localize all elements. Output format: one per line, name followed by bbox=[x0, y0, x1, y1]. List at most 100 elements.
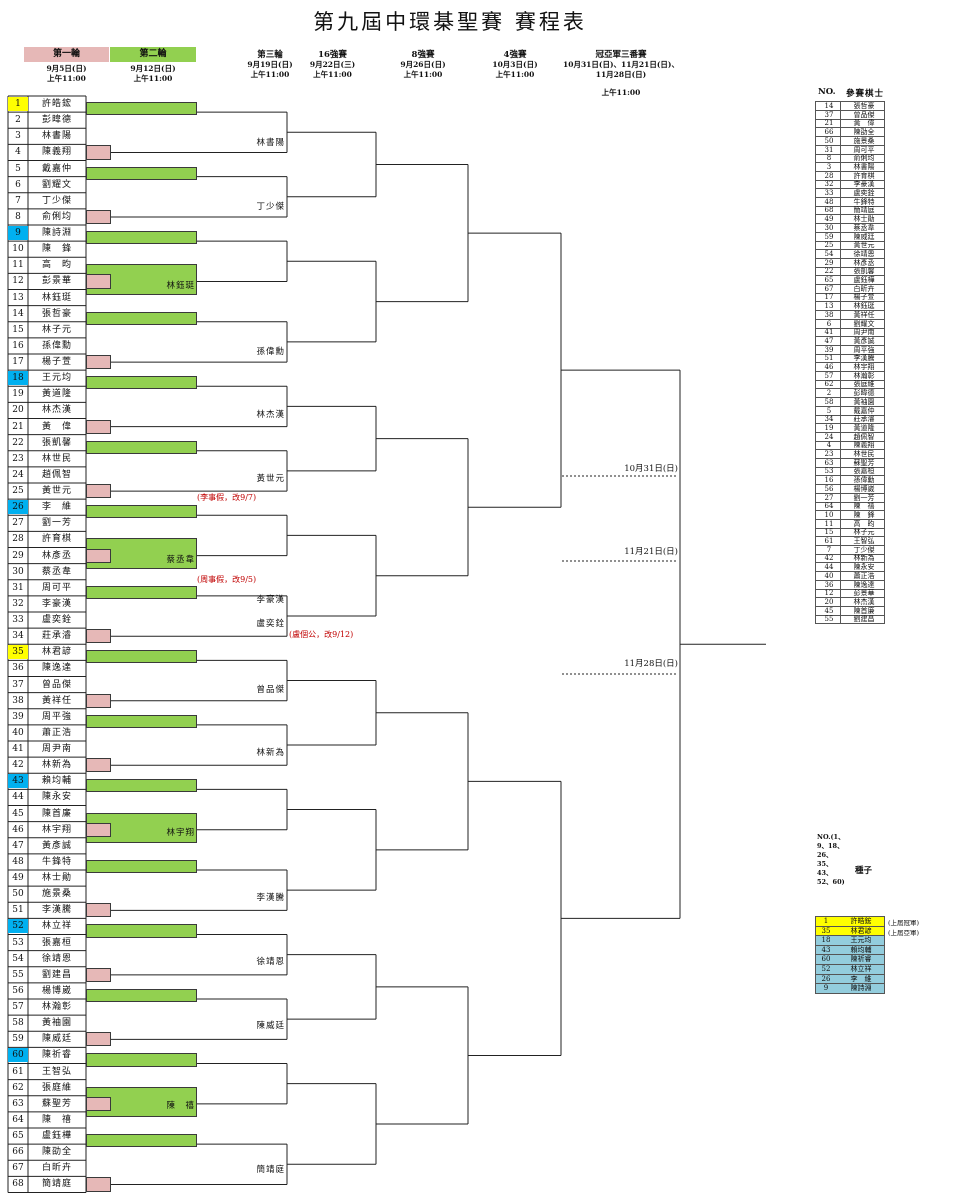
seed-number: 60 bbox=[821, 955, 831, 964]
player-number: 53 bbox=[12, 937, 24, 948]
player-number: 58 bbox=[12, 1018, 24, 1029]
player-number: 35 bbox=[8, 645, 28, 660]
round3-winner: 曾品傑 bbox=[256, 685, 285, 695]
player-number: 42 bbox=[12, 760, 24, 771]
participant-number: 64 bbox=[824, 502, 834, 511]
player-number: 18 bbox=[8, 371, 28, 386]
player-name: 林宇翔 bbox=[41, 824, 72, 835]
participant-number: 27 bbox=[824, 493, 834, 502]
player-name: 蔡丞韋 bbox=[41, 566, 72, 577]
player-number: 41 bbox=[12, 744, 24, 754]
player-number: 56 bbox=[12, 985, 24, 996]
round2-match-box bbox=[86, 1053, 197, 1067]
participant-name: 黃袖園 bbox=[853, 397, 875, 406]
player-name: 張哲豪 bbox=[41, 308, 72, 319]
round1-match-box bbox=[86, 274, 111, 289]
participant-number: 58 bbox=[824, 397, 834, 406]
participant-name: 周可平 bbox=[853, 145, 875, 154]
schedule-note: (周事假，改9/5) bbox=[197, 575, 257, 584]
player-number: 1 bbox=[8, 97, 28, 111]
participant-number: 62 bbox=[824, 380, 834, 389]
participant-number: 10 bbox=[824, 510, 834, 519]
table-column-divider bbox=[840, 101, 841, 623]
round2-winner: 林鈺珽 bbox=[166, 281, 195, 291]
player-number: 47 bbox=[12, 840, 24, 851]
participant-name: 俞俐均 bbox=[853, 154, 875, 163]
player-number: 25 bbox=[12, 486, 24, 496]
participant-name: 陳劭全 bbox=[853, 128, 875, 137]
participant-name: 蕭正浩 bbox=[853, 571, 875, 580]
player-number: 6 bbox=[15, 179, 21, 190]
round2-match-box bbox=[86, 924, 197, 938]
participant-number: 8 bbox=[826, 154, 832, 163]
participant-number: 67 bbox=[824, 284, 834, 293]
player-name: 陳義翔 bbox=[41, 147, 72, 158]
player-name: 陳首廉 bbox=[41, 808, 72, 819]
player-name: 林瀚彰 bbox=[41, 1002, 72, 1012]
participant-name: 林新為 bbox=[853, 554, 875, 563]
participant-name: 孫偉勳 bbox=[853, 476, 875, 485]
participant-row: 8 俞俐均 bbox=[815, 154, 885, 164]
player-name: 周平強 bbox=[41, 711, 72, 722]
player-name: 高 昀 bbox=[41, 260, 72, 271]
participant-name: 黃彥誠 bbox=[853, 336, 875, 345]
round3-winner: 簡靖庭 bbox=[256, 1165, 285, 1175]
participant-name: 張凱馨 bbox=[853, 267, 875, 276]
round1-match-box bbox=[86, 145, 111, 160]
participant-name: 黃世元 bbox=[853, 241, 875, 250]
player-name: 黃彥誠 bbox=[41, 840, 72, 851]
participant-number: 44 bbox=[824, 563, 834, 572]
round2-match-box bbox=[86, 311, 197, 325]
player-name: 陳 鋒 bbox=[41, 244, 72, 255]
participant-name: 許育棋 bbox=[853, 171, 875, 180]
round2-match-box bbox=[86, 440, 197, 454]
round2-match-box bbox=[86, 859, 197, 874]
participant-name: 林書陽 bbox=[853, 162, 875, 171]
round3-winner: 徐靖恩 bbox=[256, 957, 285, 967]
participant-number: 66 bbox=[824, 128, 834, 137]
final-date: 11月21日(日) bbox=[624, 547, 678, 557]
seed-number: 26 bbox=[821, 974, 831, 983]
participant-number: 42 bbox=[824, 554, 834, 563]
participant-number: 53 bbox=[824, 467, 834, 476]
participant-row: 42 林新為 bbox=[815, 554, 885, 564]
participant-number: 17 bbox=[824, 293, 834, 302]
player-name: 莊承濬 bbox=[41, 631, 72, 642]
seed-name: 王元均 bbox=[850, 936, 872, 945]
round2-match-box bbox=[86, 231, 197, 245]
player-name: 周尹南 bbox=[41, 744, 72, 754]
round1-match-box bbox=[86, 967, 111, 982]
player-number: 15 bbox=[12, 324, 24, 335]
participant-row: 66 陳劭全 bbox=[815, 128, 885, 138]
round1-match-box bbox=[86, 758, 111, 773]
participants-header-name: 參賽棋士 bbox=[846, 89, 885, 99]
participant-number: 41 bbox=[824, 328, 834, 337]
round2-match-box bbox=[86, 376, 197, 390]
participant-number: 55 bbox=[824, 615, 834, 624]
player-number: 51 bbox=[12, 905, 24, 916]
player-name: 陳祈睿 bbox=[41, 1050, 72, 1061]
player-number: 31 bbox=[12, 582, 24, 593]
player-name: 彭景華 bbox=[41, 276, 72, 287]
player-number: 24 bbox=[12, 469, 24, 480]
player-name: 陳劭全 bbox=[41, 1147, 72, 1158]
participant-number: 30 bbox=[824, 223, 834, 232]
participant-number: 65 bbox=[824, 276, 834, 284]
round1-match-box bbox=[86, 1177, 111, 1192]
